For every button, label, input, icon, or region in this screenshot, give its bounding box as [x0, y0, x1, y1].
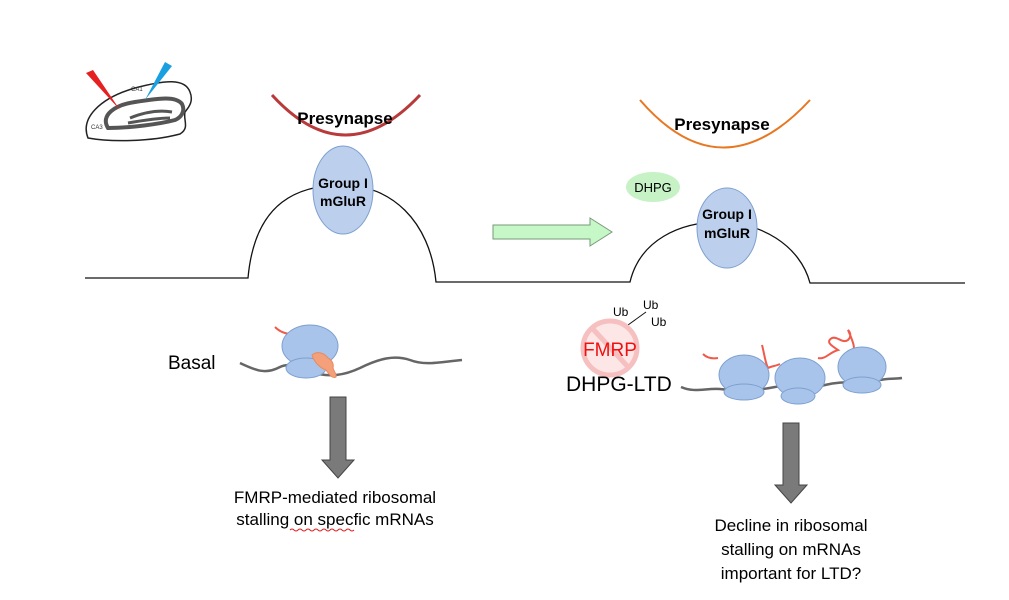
- presynapse-right: [639, 99, 811, 149]
- hippocampus-icon: CA1 CA3: [85, 62, 193, 142]
- outcome-left-line1: FMRP-mediated ribosomal: [234, 488, 436, 507]
- ribosome-small-subunit: [842, 376, 882, 394]
- outcome-left-line2: stalling on specfic mRNAs: [236, 510, 433, 529]
- nascent-peptide: [702, 353, 719, 360]
- dhpg-ltd-label: DHPG-LTD: [566, 373, 672, 396]
- mrna-left: [239, 356, 463, 377]
- receptor-left: [312, 145, 374, 235]
- receptor-right: [696, 187, 758, 269]
- presynapse-right-label: Presynapse: [674, 115, 769, 134]
- ub-label-3: Ub: [651, 315, 667, 329]
- spellcheck-underline: [289, 528, 355, 532]
- no-fmrp-icon: [580, 318, 640, 378]
- receptor-left-line2: mGluR: [320, 193, 366, 209]
- outcome-right-line3: important for LTD?: [721, 564, 861, 583]
- down-arrow-left: [320, 396, 356, 479]
- basal-label: Basal: [168, 353, 216, 374]
- presynapse-left-label: Presynapse: [297, 109, 392, 128]
- ca1-label: CA1: [131, 87, 143, 93]
- fmrp-label: FMRP: [583, 340, 637, 361]
- ribosome-small-subunit: [723, 383, 765, 401]
- red-electrode-icon: [86, 70, 120, 110]
- receptor-right-line2: mGluR: [704, 225, 750, 241]
- receptor-right-line1: Group I: [702, 206, 752, 222]
- outcome-right-line1: Decline in ribosomal: [714, 516, 867, 535]
- transition-arrow: [492, 217, 613, 247]
- dhpg-molecule: [626, 172, 680, 202]
- fmrp-protein: [311, 352, 337, 378]
- down-arrow-right: [773, 422, 809, 504]
- ub-label-2: Ub: [643, 298, 659, 312]
- ub-chain-link: [627, 311, 647, 326]
- receptor-left-line1: Group I: [318, 175, 368, 191]
- dhpg-label: DHPG: [634, 180, 672, 195]
- blue-electrode-icon: [145, 62, 172, 100]
- outcome-right-line2: stalling on mRNAs: [721, 540, 861, 559]
- presynapse-left: [270, 93, 422, 137]
- ca3-label: CA3: [91, 125, 103, 131]
- nascent-peptide: [817, 329, 855, 360]
- ribosome-small-subunit: [780, 387, 816, 405]
- ub-label-1: Ub: [613, 305, 629, 319]
